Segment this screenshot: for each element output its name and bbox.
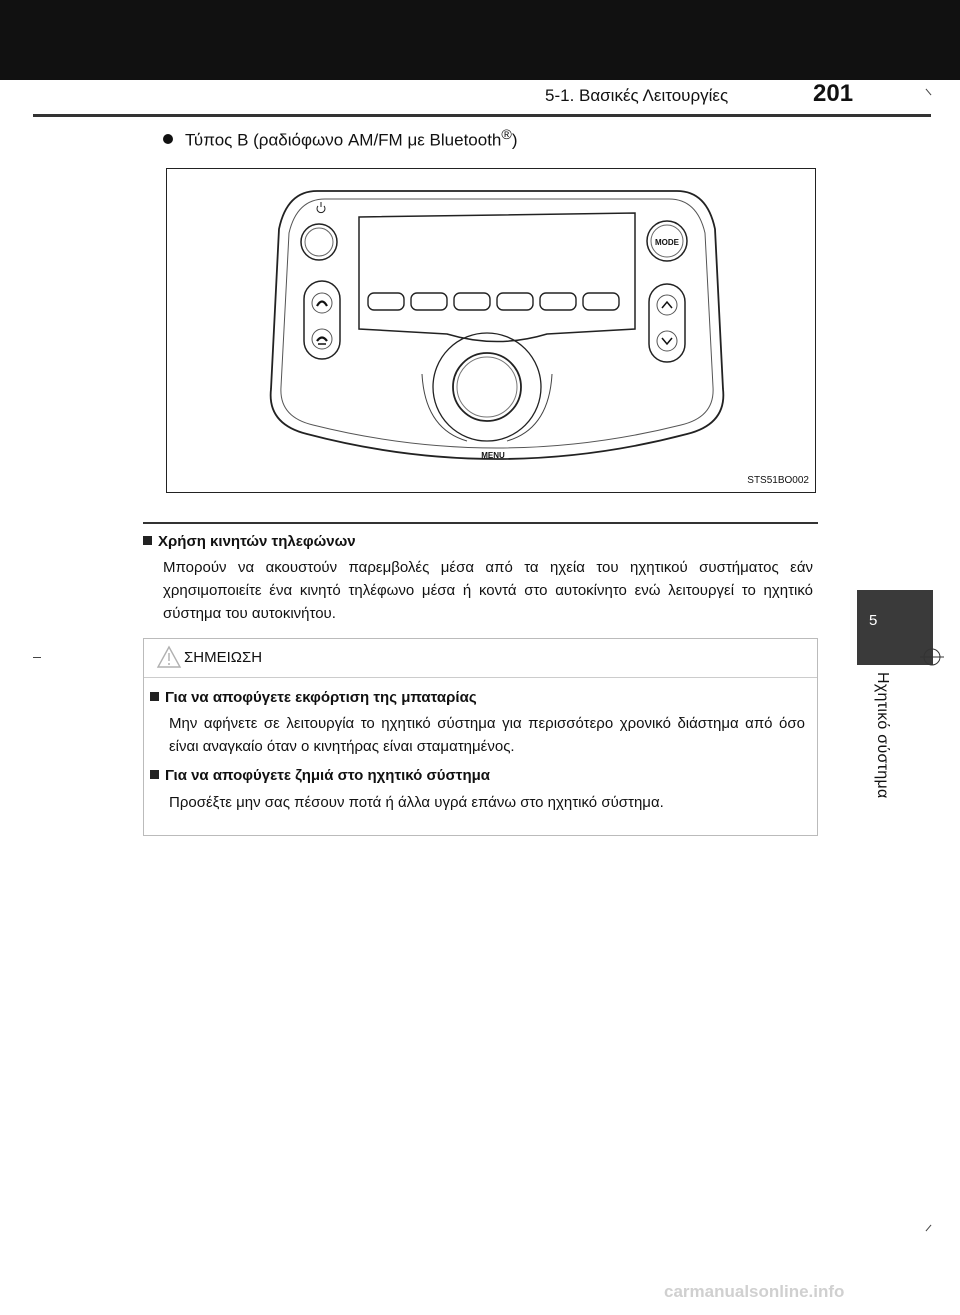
notice-header: ΣΗΜΕΙΩΣΗ bbox=[144, 639, 817, 678]
watermark: carmanualsonline.info bbox=[664, 1282, 845, 1301]
chevron-down-icon bbox=[661, 337, 673, 346]
notice-item-heading: Για να αποφύγετε ζημιά στο ηχητικό σύστη… bbox=[150, 767, 490, 784]
crop-mark bbox=[33, 657, 41, 658]
seek-rocker bbox=[648, 283, 686, 363]
page-number: 201 bbox=[813, 80, 854, 107]
square-bullet-icon bbox=[150, 691, 159, 701]
header-rule bbox=[33, 114, 931, 117]
chapter-number: 5 bbox=[869, 612, 878, 629]
phone-hangup-icon bbox=[316, 336, 328, 345]
registration-mark-icon bbox=[920, 648, 944, 666]
radio-type-heading: Τύπος B (ραδιόφωνο AM/FM με Bluetooth®) bbox=[163, 127, 518, 151]
notice-box: ΣΗΜΕΙΩΣΗ Για να αποφύγετε εκφόρτιση της … bbox=[143, 638, 818, 836]
radio-type-suffix: ) bbox=[511, 130, 518, 150]
figure-code: STS51BO002 bbox=[747, 475, 809, 486]
radio-housing-outer bbox=[269, 190, 725, 460]
phone-rocker bbox=[303, 280, 341, 360]
section-heading: Χρήση κινητών τηλεφώνων bbox=[143, 533, 356, 550]
preset-button bbox=[453, 292, 491, 311]
menu-label: MENU bbox=[481, 451, 505, 460]
menu-knob bbox=[452, 352, 522, 422]
preset-button bbox=[410, 292, 448, 311]
radio-housing-inner bbox=[280, 198, 714, 449]
bullet-dot-icon bbox=[163, 134, 173, 145]
chapter-title: Ηχητικό σύστημα bbox=[874, 672, 891, 799]
power-icon bbox=[316, 202, 326, 214]
phone-pickup-icon bbox=[316, 300, 328, 307]
mode-button bbox=[646, 220, 688, 262]
crop-mark bbox=[925, 88, 932, 96]
section-title: 5-1. Βασικές Λειτουργίες bbox=[545, 86, 729, 105]
display-panel bbox=[358, 212, 636, 343]
section-rule bbox=[143, 522, 818, 524]
preset-button bbox=[367, 292, 405, 311]
radio-drawing: MODE MENU bbox=[269, 190, 725, 460]
section-body: Μπορούν να ακουστούν παρεμβολές μέσα από… bbox=[163, 559, 813, 622]
radio-type-text: Τύπος B (ραδιόφωνο AM/FM με Bluetooth bbox=[185, 130, 502, 150]
crop-mark bbox=[925, 1224, 932, 1232]
mode-label: MODE bbox=[655, 238, 680, 247]
notice-item-body: Μην αφήνετε σε λειτουργία το ηχητικό σύσ… bbox=[169, 715, 805, 755]
notice-item-heading: Για να αποφύγετε εκφόρτιση της μπαταρίας bbox=[150, 689, 477, 706]
menu-knob-ring bbox=[432, 332, 542, 442]
warning-icon bbox=[156, 645, 182, 668]
notice-title: ΣΗΜΕΙΩΣΗ bbox=[184, 649, 263, 666]
chapter-tab bbox=[857, 590, 933, 665]
square-bullet-icon bbox=[150, 769, 159, 779]
notice-item-heading-text: Για να αποφύγετε εκφόρτιση της μπαταρίας bbox=[165, 689, 477, 706]
notice-item-heading-text: Για να αποφύγετε ζημιά στο ηχητικό σύστη… bbox=[165, 767, 491, 784]
power-knob bbox=[300, 223, 338, 261]
chevron-up-icon bbox=[661, 300, 673, 309]
preset-button bbox=[539, 292, 577, 311]
square-bullet-icon bbox=[143, 535, 152, 545]
top-black-bar bbox=[0, 0, 960, 80]
notice-item-body: Προσέξτε μην σας πέσουν ποτά ή άλλα υγρά… bbox=[169, 794, 664, 811]
radio-figure: MODE MENU STS bbox=[166, 168, 816, 493]
preset-button bbox=[496, 292, 534, 311]
section-heading-text: Χρήση κινητών τηλεφώνων bbox=[158, 533, 356, 550]
registered-mark: ® bbox=[501, 127, 512, 143]
preset-button bbox=[582, 292, 620, 311]
preset-buttons bbox=[367, 292, 620, 311]
